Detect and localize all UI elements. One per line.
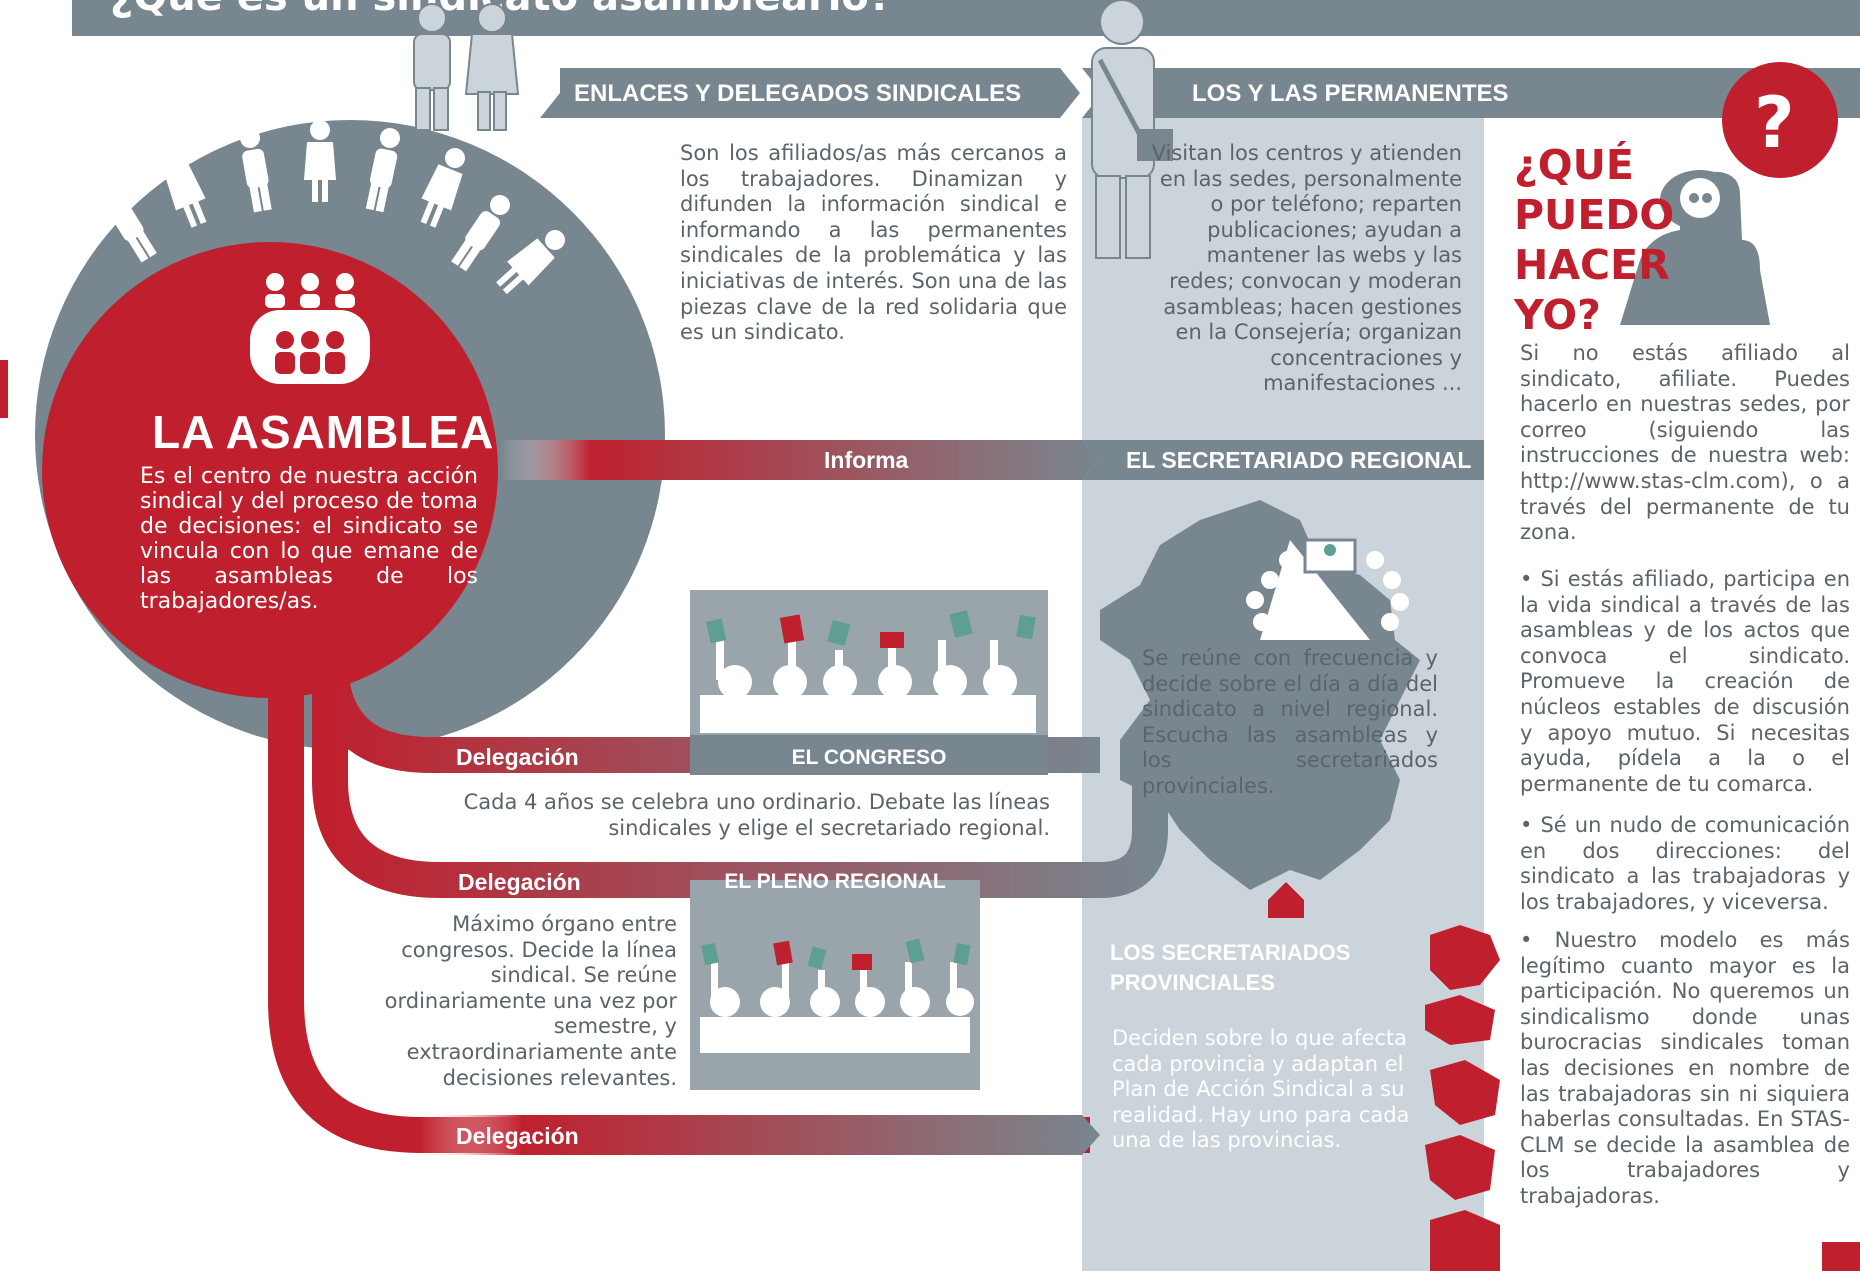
que-puedo-bullet-1: • Si estás afiliado, participa en la vid… xyxy=(1520,567,1850,796)
delegates-figures xyxy=(413,3,520,131)
delegacion-label-1: Delegación xyxy=(456,744,579,770)
assembly-icon xyxy=(1246,538,1409,640)
band-top xyxy=(540,68,1860,118)
question-icon xyxy=(1722,62,1838,178)
asamblea-text: Es el centro de nuestra acción sindical … xyxy=(140,464,478,614)
informa-label: Informa xyxy=(824,447,909,473)
delegacion-line-2 xyxy=(312,640,1168,898)
edge-marker xyxy=(0,360,8,418)
pleno-title: EL PLENO REGIONAL xyxy=(724,870,946,893)
pleno-text: Máximo órgano entre congresos. Decide la… xyxy=(384,912,677,1090)
provinciales-title: LOS SECRETARIADOS PROVINCIALES xyxy=(1110,940,1351,995)
delegacion-arrow-3 xyxy=(420,1115,1100,1155)
secretariado-band xyxy=(1082,440,1484,480)
enlaces-title: ENLACES Y DELEGADOS SINDICALES xyxy=(574,80,1022,107)
congreso-title: EL CONGRESO xyxy=(791,746,947,769)
map-icon xyxy=(1100,500,1420,890)
province-map-icon xyxy=(1425,925,1500,1271)
que-puedo-bullet-3: • Nuestro modelo es más legítimo cuanto … xyxy=(1520,928,1850,1208)
que-puedo-intro: Si no estás afiliado al sindicato, afili… xyxy=(1520,341,1850,545)
pleno-panel xyxy=(690,880,980,1090)
asamblea-title: LA ASAMBLEA xyxy=(152,406,495,458)
permanente-figure xyxy=(1091,0,1173,259)
people-icon xyxy=(100,120,565,295)
house-icon xyxy=(1268,882,1304,918)
assembly-icon xyxy=(250,273,370,384)
question-mark: ? xyxy=(1754,82,1795,164)
header-bar xyxy=(72,0,1860,36)
corner-marker xyxy=(1822,1242,1860,1271)
red-circle xyxy=(42,242,498,698)
permanentes-title: LOS Y LAS PERMANENTES xyxy=(1192,80,1509,107)
thinking-robot-icon xyxy=(1620,170,1770,325)
provinciales-text: Deciden sobre lo que afecta cada provinc… xyxy=(1112,1026,1410,1153)
enlaces-text: Son los afiliados/as más cercanos a los … xyxy=(680,141,1067,345)
que-puedo-title: ¿QUÉ PUEDO HACER YO? xyxy=(1514,141,1675,339)
congreso-text: Cada 4 años se celebra uno ordinario. De… xyxy=(463,790,1050,840)
permanentes-text: Visitan los centros y atienden en las se… xyxy=(1151,141,1462,396)
delegacion-label-3: Delegación xyxy=(456,1123,579,1149)
que-puedo-bullet-2: • Sé un nudo de comunicación en dos dire… xyxy=(1520,813,1850,914)
vote-card-icon xyxy=(700,938,974,1053)
vote-card-icon xyxy=(700,610,1036,733)
delegacion-line-3 xyxy=(268,620,1090,1153)
delegacion-label-2: Delegación xyxy=(458,869,581,895)
secretariado-regional-text: Se reúne con frecuencia y decide sobre e… xyxy=(1142,646,1438,798)
informa-arrow xyxy=(500,440,1100,480)
secretariado-regional-title: EL SECRETARIADO REGIONAL xyxy=(1126,447,1472,473)
